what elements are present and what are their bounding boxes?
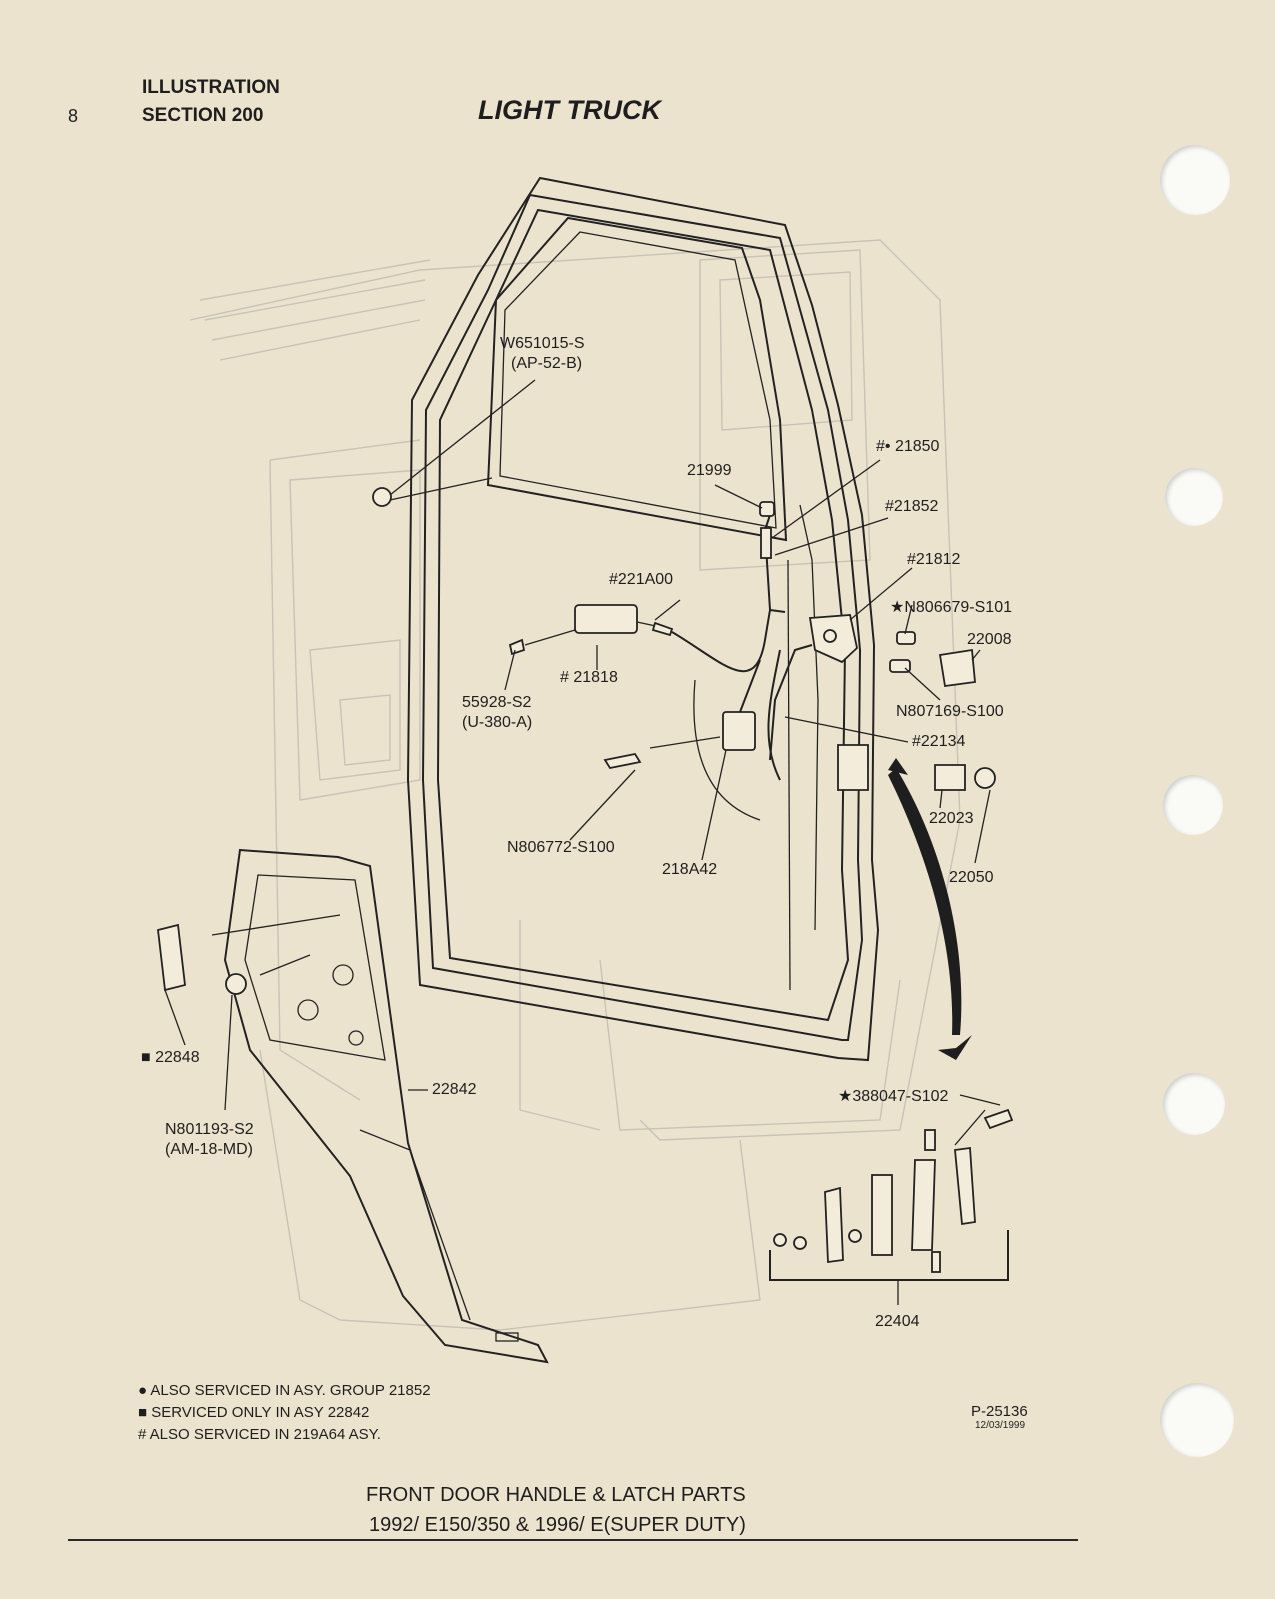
callout-21850: #• 21850 [876,438,940,455]
striker-22008 [938,648,976,688]
cover-22848 [157,923,186,992]
callout-n807169: N807169-S100 [896,703,1004,720]
reference-code: P-25136 [971,1403,1028,1420]
door-inner-panel-22842 [157,848,549,1364]
callout-218a42: 218A42 [662,861,718,878]
plug-W651015 [372,487,392,507]
callout-21818: # 21818 [560,669,618,686]
note-bullet: ● ALSO SERVICED IN ASY. GROUP 21852 [138,1382,431,1399]
callout-22050: 22050 [949,869,994,886]
callout-21852: #21852 [885,498,939,515]
illustration-heading: ILLUSTRATION [142,77,280,98]
latch-button-21999 [759,501,775,517]
callout-22842: 22842 [432,1081,477,1098]
callout-w651015: W651015-S [500,335,585,352]
binder-hole [1163,775,1223,835]
screw-55928 [508,638,526,656]
callout-n806679: ★N806679-S101 [890,599,1012,616]
callout-388047: ★388047-S102 [838,1088,949,1105]
page-title: LIGHT TRUCK [478,95,661,125]
callout-22848: ■ 22848 [141,1049,200,1066]
callout-21999: 21999 [687,462,732,479]
nut-N801193 [225,973,247,995]
swing-arrow [888,758,972,1060]
screw-N807169 [889,659,911,673]
note-hash: # ALSO SERVICED IN 219A64 ASY. [138,1426,381,1443]
callout-22404: 22404 [875,1313,920,1330]
callout-22134: #22134 [912,733,966,750]
bumper-22050 [974,767,996,789]
binder-hole [1160,145,1230,215]
binder-hole [1163,1073,1225,1135]
callout-55928: 55928-S2 [462,694,532,711]
note-square: ■ SERVICED ONLY IN ASY 22842 [138,1404,370,1421]
rod-21850 [760,527,772,559]
callout-22008: 22008 [967,631,1012,648]
callout-ap52b: (AP-52-B) [511,355,583,372]
reference-date: 12/03/1999 [975,1420,1026,1431]
actuator-218A42 [722,711,756,751]
footer-subtitle: 1992/ E150/350 & 1996/ E(SUPER DUTY) [369,1514,746,1536]
callout-n801193: N801193-S2 [165,1121,254,1138]
callout-21812: #21812 [907,551,961,568]
binder-hole [1165,468,1223,526]
front-door-shell [406,176,880,1062]
callout-221a00: #221A00 [609,571,674,588]
screw-N806679 [896,631,916,645]
section-heading: SECTION 200 [142,105,264,126]
footer-title: FRONT DOOR HANDLE & LATCH PARTS [366,1484,746,1506]
latch-parts [372,487,996,791]
footer-rule [68,1539,1078,1541]
hinge-kit-22404 [769,1108,1014,1305]
callout-22023: 22023 [929,810,974,827]
pin-N806772 [603,752,642,770]
callout-u380a: (U-380-A) [462,714,533,731]
callout-n806772: N806772-S100 [507,839,615,856]
page-number: 8 [68,106,79,126]
leader-lines [164,379,1001,1146]
clip-22023 [934,764,966,791]
binder-hole [1160,1383,1234,1457]
outside-handle-21818 [574,604,638,634]
callout-am18md: (AM-18-MD) [165,1141,253,1158]
background-vehicle-outline [189,239,961,1331]
